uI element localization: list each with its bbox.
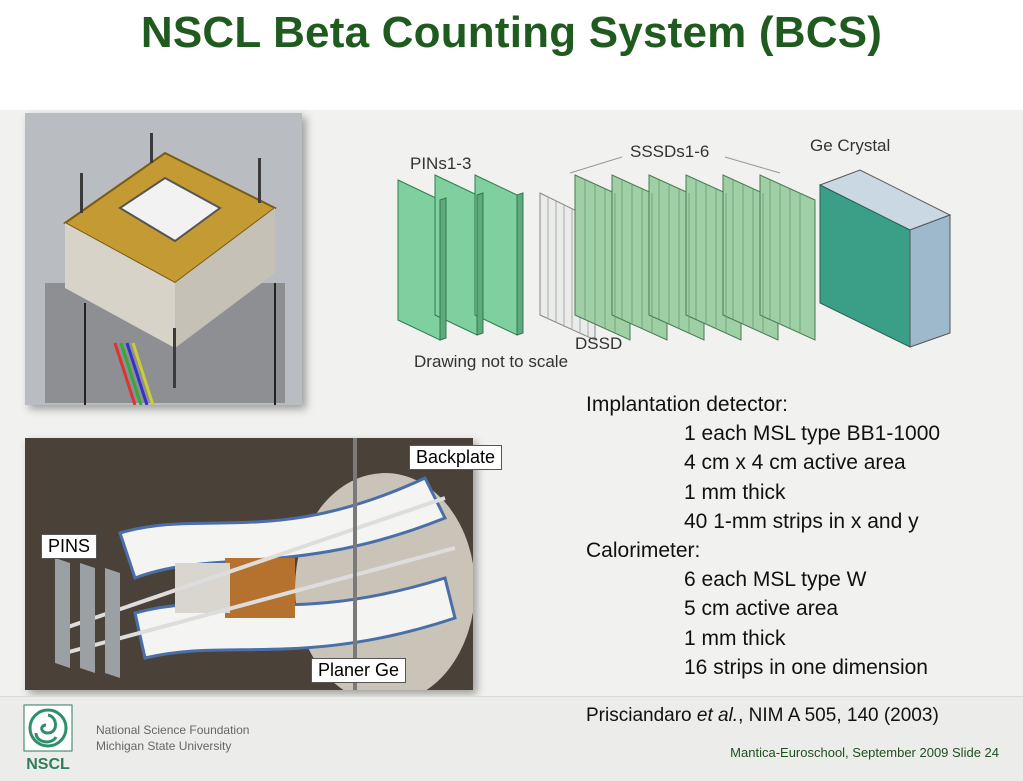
ge-crystal	[818, 169, 952, 348]
implantation-heading: Implantation detector:	[586, 393, 788, 416]
scale-note: Drawing not to scale	[414, 352, 568, 371]
pin-plates	[397, 174, 524, 341]
org-line-1: National Science Foundation	[96, 723, 250, 737]
calorimeter-heading: Calorimeter:	[586, 539, 701, 563]
citation-etal: et al.	[696, 705, 739, 726]
slide-title: NSCL Beta Counting System (BCS)	[140, 8, 883, 57]
citation: Prisciandaro et al., NIM A 505, 140 (200…	[586, 705, 939, 727]
dssd-diagram-label: DSSD	[575, 334, 622, 353]
pins-diagram-label: PINs1-3	[410, 154, 471, 173]
slide-info: Mantica-Euroschool, September 2009 Slide…	[730, 745, 999, 760]
backplate-label: Backplate	[409, 445, 503, 470]
assembly-photo	[25, 438, 473, 690]
ge-crystal-label: Ge Crystal	[810, 136, 890, 155]
implantation-item: 40 1-mm strips in x and y	[684, 509, 919, 533]
detector-details: Implantation detector: 1 each MSL type B…	[586, 390, 940, 682]
calorimeter-item: 16 strips in one dimension	[684, 655, 928, 679]
implantation-item: 4 cm x 4 cm active area	[684, 451, 906, 475]
citation-ref: , NIM A 505, 140 (2003)	[738, 705, 939, 726]
nscl-logo: NSCL	[23, 704, 73, 773]
pins-photo-label: PINS	[41, 534, 98, 559]
implantation-item: 1 mm thick	[684, 480, 786, 504]
detector-stack-photo	[25, 113, 302, 405]
sssds-diagram-label: SSSDs1-6	[630, 142, 709, 161]
sssd-strips	[584, 180, 801, 333]
slide-footer	[0, 696, 1023, 781]
citation-author: Prisciandaro	[586, 705, 697, 726]
organization-names: National Science Foundation Michigan Sta…	[96, 722, 249, 754]
sssd-bracket	[569, 156, 781, 174]
calorimeter-item: 5 cm active area	[684, 597, 839, 621]
slide-header: NSCL Beta Counting System (BCS)	[0, 0, 1023, 111]
calorimeter-item: 6 each MSL type W	[684, 568, 867, 592]
implantation-item: 1 each MSL type BB1-1000	[684, 422, 941, 446]
logo-text: NSCL	[26, 756, 70, 773]
planer-ge-label: Planer Ge	[311, 658, 407, 683]
org-line-2: Michigan State University	[96, 739, 232, 753]
calorimeter-item: 1 mm thick	[684, 626, 786, 650]
detector-schematic: PINs1-3 SSSDs1-6 Ge Crystal DSSD Drawing…	[397, 136, 952, 371]
sssd-plates	[574, 174, 816, 341]
